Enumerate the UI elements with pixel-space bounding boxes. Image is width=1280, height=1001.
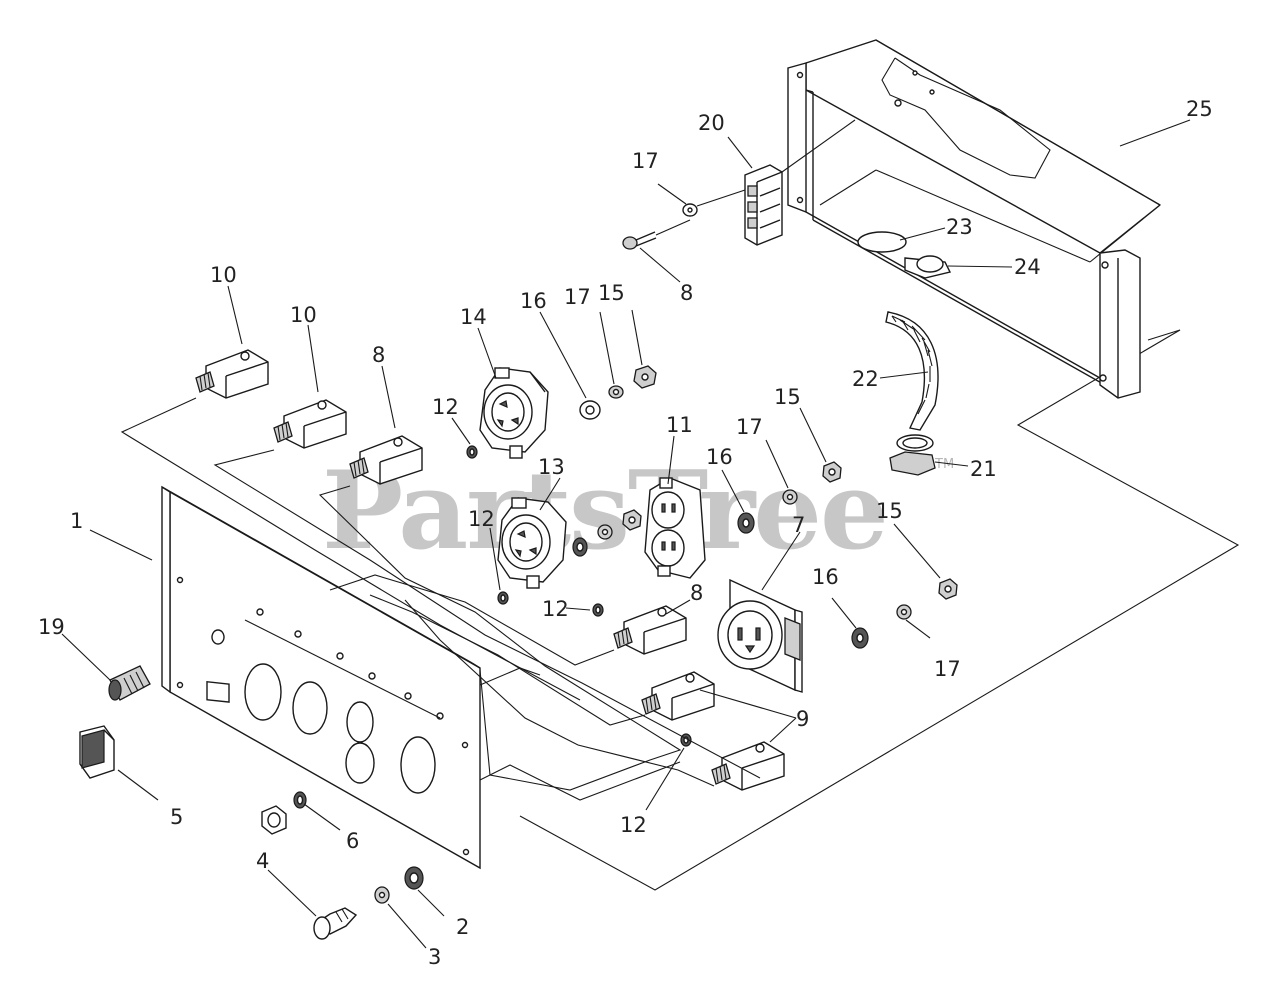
callout-24: 24 (1014, 255, 1041, 279)
callout-25: 25 (1186, 97, 1213, 121)
callout-9: 9 (796, 707, 809, 731)
callout-21: 21 (970, 457, 997, 481)
circuit-breaker-8b (613, 605, 687, 655)
circuit-breaker-10b (273, 399, 347, 449)
callout-19: 19 (38, 615, 65, 639)
wiring-runs (120, 397, 761, 801)
control-panel-bracket (787, 39, 1181, 399)
callout-17: 17 (934, 657, 961, 681)
circuit-breaker-9a (641, 671, 715, 721)
callout-12: 12 (432, 395, 459, 419)
callout-12: 12 (542, 597, 569, 621)
callout-12: 12 (620, 813, 647, 837)
twist-lock-receptacle-14 (479, 367, 549, 459)
callout-8: 8 (372, 343, 385, 367)
callout-13: 13 (538, 455, 565, 479)
callout-16: 16 (812, 565, 839, 589)
callout-1: 1 (70, 509, 83, 533)
wire-harness-sleeve (885, 311, 939, 431)
fuse-holder-19 (108, 665, 151, 701)
callout-16: 16 (706, 445, 733, 469)
callout-17: 17 (564, 285, 591, 309)
circuit-breaker-9b (711, 741, 785, 791)
receptacle-7 (717, 578, 803, 693)
callout-15: 15 (598, 281, 625, 305)
callout-20: 20 (698, 111, 725, 135)
callout-2: 2 (456, 915, 469, 939)
callout-6: 6 (346, 829, 359, 853)
callout-17: 17 (632, 149, 659, 173)
watermark-trademark: TM (934, 457, 954, 472)
callout-4: 4 (256, 849, 269, 873)
callout-23: 23 (946, 215, 973, 239)
callout-3: 3 (428, 945, 441, 969)
twist-lock-receptacle-13 (497, 497, 567, 589)
screw-and-lockwasher-top (622, 189, 746, 250)
callout-10: 10 (210, 263, 237, 287)
callout-12: 12 (468, 507, 495, 531)
circuit-breaker-10a (195, 349, 269, 399)
front-panel (161, 485, 481, 870)
callout-15: 15 (876, 499, 903, 523)
callout-8: 8 (690, 581, 703, 605)
callout-22: 22 (852, 367, 879, 391)
callout-17: 17 (736, 415, 763, 439)
callout-16: 16 (520, 289, 547, 313)
leader-lines (61, 119, 1191, 949)
callout-10: 10 (290, 303, 317, 327)
grommet (889, 434, 936, 476)
screw-4-washer-3-washer-2 (313, 866, 424, 940)
switch-5 (79, 725, 115, 779)
duplex-receptacle-11 (644, 477, 706, 579)
callout-8: 8 (680, 281, 693, 305)
nut-and-o-ring-6 (261, 791, 307, 835)
callout-7: 7 (792, 513, 805, 537)
callout-14: 14 (460, 305, 487, 329)
callout-15: 15 (774, 385, 801, 409)
callout-11: 11 (666, 413, 693, 437)
callout-labels: 25 20 17 8 23 24 22 21 10 10 8 14 16 17 … (38, 97, 1213, 969)
terminal-strip (744, 119, 856, 246)
callout-5: 5 (170, 805, 183, 829)
circuit-breaker-8a (349, 435, 423, 485)
